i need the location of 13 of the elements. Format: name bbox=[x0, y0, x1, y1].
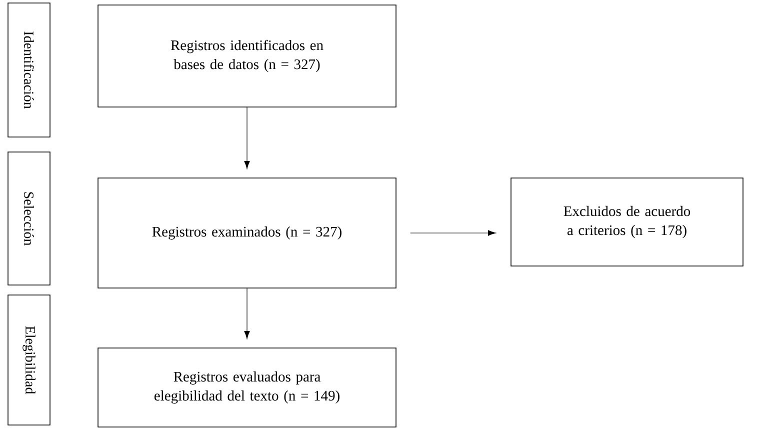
arrow bbox=[410, 230, 496, 236]
stage-label: Selección bbox=[24, 192, 34, 246]
arrow bbox=[244, 288, 250, 339]
stage-band bbox=[8, 2, 50, 138]
process-box: Registros evaluados para elegibilidad del texto (n = 149) bbox=[98, 348, 396, 428]
stage-band bbox=[8, 294, 50, 426]
process-box: Registros examinados (n = 327) bbox=[98, 178, 396, 288]
arrow bbox=[244, 107, 250, 169]
process-box: Excluidos de acuerdo a criterios (n = 178) bbox=[510, 178, 744, 266]
stage-label: Identificación bbox=[24, 32, 34, 109]
stage-label: Elegibilidad bbox=[22, 326, 36, 394]
process-box: Registros identificados en bases de datos (n = 327) bbox=[98, 4, 396, 108]
stage-band bbox=[8, 152, 50, 286]
